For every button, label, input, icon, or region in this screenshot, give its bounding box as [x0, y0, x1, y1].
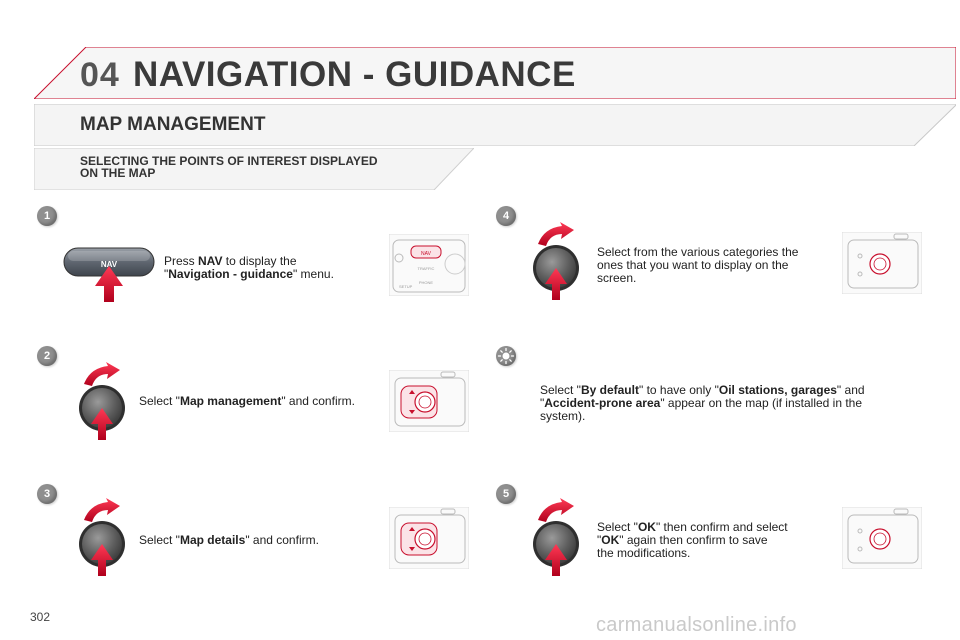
rotate-arrow-icon — [84, 362, 120, 386]
nav-button-illustration: NAV — [63, 247, 155, 302]
press-arrow-icon — [545, 544, 567, 576]
press-arrow-icon — [91, 544, 113, 576]
section-subtitle: MAP MANAGEMENT — [80, 114, 266, 135]
step-badge-2: 2 — [37, 346, 57, 366]
rotary-knob-4 — [533, 222, 579, 300]
section-heading-line1: SELECTING THE POINTS OF INTEREST DISPLAY… — [80, 154, 378, 168]
rotate-arrow-icon — [84, 498, 120, 522]
panel-phone-label: PHONE — [419, 280, 434, 285]
chapter-number: 04 — [80, 56, 120, 94]
rotary-knob-2 — [79, 362, 125, 440]
step-badge-5: 5 — [496, 484, 516, 504]
panel-nav-thumbnail: NAV TRAFFIC PHONE SETUP — [389, 234, 469, 296]
panel-knob-thumbnail-4 — [842, 232, 922, 294]
press-arrow-icon — [545, 268, 567, 300]
rotate-arrow-icon — [538, 498, 574, 522]
panel-knob-thumbnail-2 — [389, 370, 469, 432]
tip-badge — [496, 346, 516, 366]
step-badge-4: 4 — [496, 206, 516, 226]
step1-text: Press NAV to display the "Navigation - g… — [164, 254, 334, 281]
header-band — [34, 47, 956, 99]
panel-traffic-label: TRAFFIC — [418, 266, 435, 271]
panel-knob-thumbnail-5 — [842, 507, 922, 569]
panel-nav-label: NAV — [421, 251, 432, 257]
rotary-knob-5 — [533, 498, 579, 576]
step3-text: Select "Map details" and confirm. — [139, 533, 319, 547]
step-badge-3: 3 — [37, 484, 57, 504]
nav-button-label: NAV — [101, 260, 118, 269]
rotary-knob-3 — [79, 498, 125, 576]
tip-text: Select "By default" to have only "Oil st… — [540, 383, 865, 423]
press-arrow-icon — [95, 266, 123, 302]
section-heading: SELECTING THE POINTS OF INTEREST DISPLAY… — [80, 155, 460, 179]
lightbulb-icon — [497, 347, 515, 365]
section-heading-line2: ON THE MAP — [80, 166, 156, 180]
step5-text: Select "OK" then confirm and select "OK"… — [597, 520, 788, 560]
press-arrow-icon — [91, 408, 113, 440]
section-band — [34, 148, 474, 190]
subtitle-band — [34, 104, 956, 146]
step-badge-1: 1 — [37, 206, 57, 226]
step2-text: Select "Map management" and confirm. — [139, 394, 355, 408]
step4-text: Select from the various categories the o… — [597, 245, 799, 285]
watermark: carmanualsonline.info — [596, 614, 797, 636]
panel-knob-thumbnail-3 — [389, 507, 469, 569]
panel-setup-label: SETUP — [399, 284, 413, 289]
page-title: NAVIGATION - GUIDANCE — [133, 55, 576, 94]
rotate-arrow-icon — [538, 222, 574, 246]
page-number: 302 — [30, 610, 51, 624]
